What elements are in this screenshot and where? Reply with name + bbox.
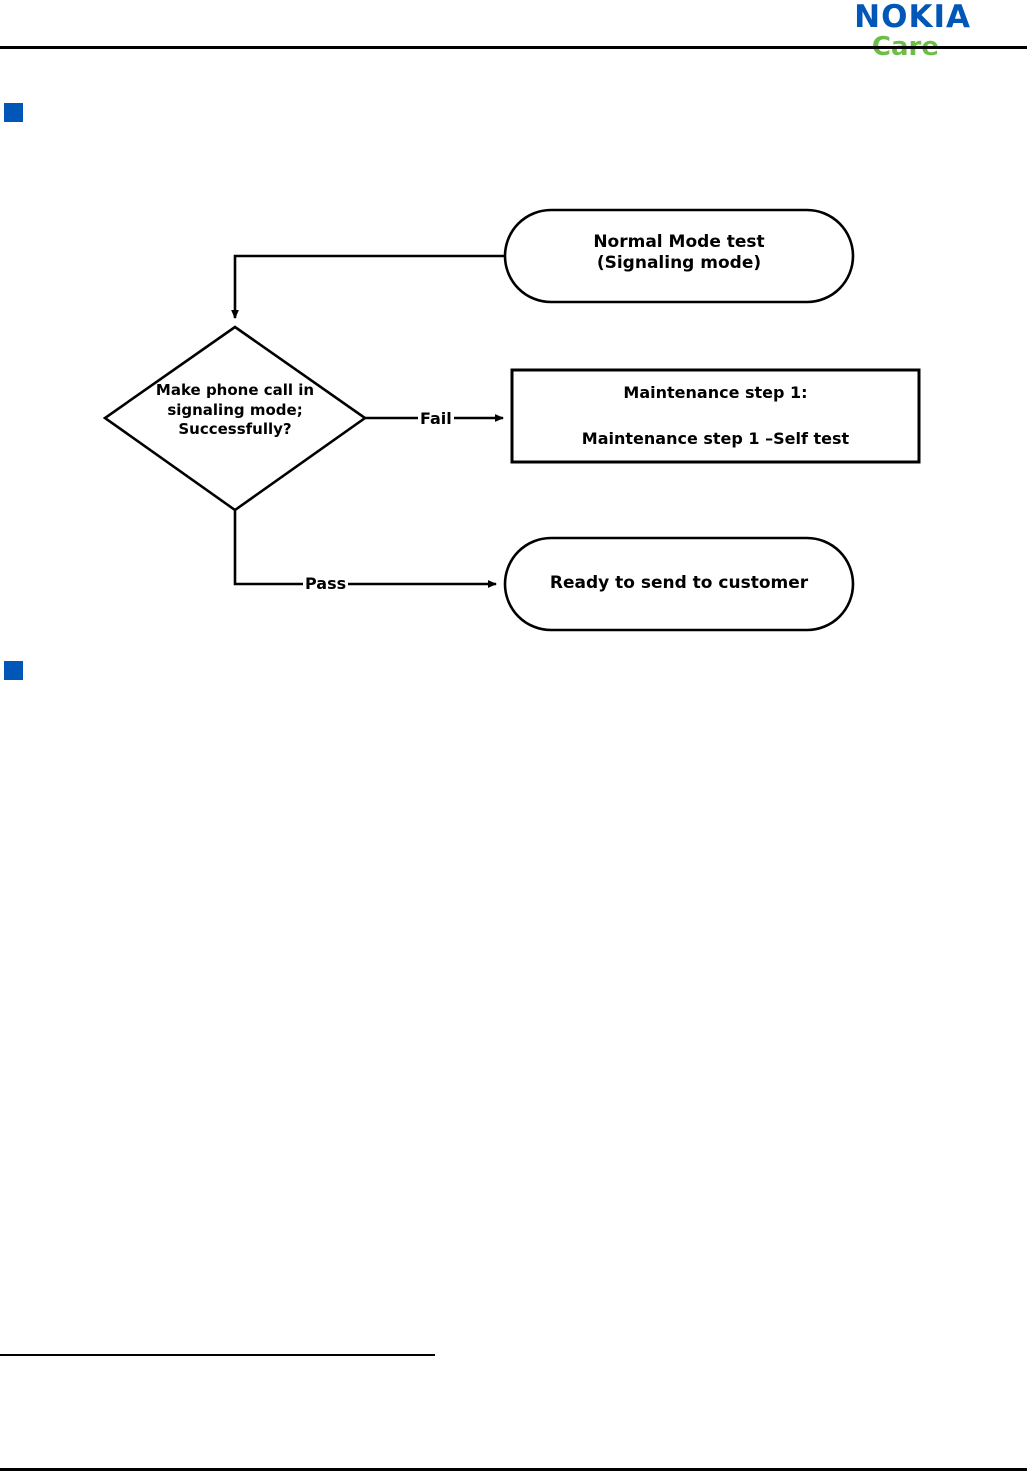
edge-pass-to-ready: [233, 510, 497, 588]
node-maintenance-step: [510, 368, 921, 464]
node-decision-call: [102, 325, 368, 512]
footer-divider: [0, 1468, 1027, 1471]
edge-label-fail: Fail: [418, 409, 454, 428]
section-marker-upper: [4, 103, 23, 122]
edge-label-pass: Pass: [303, 574, 349, 593]
footnote-separator: [0, 1354, 435, 1356]
edge-start-to-decision: [231, 254, 505, 319]
maintenance-flowchart: [102, 208, 921, 632]
header-divider: [0, 46, 1027, 49]
node-ready-to-send: [503, 536, 855, 632]
section-marker-lower: [4, 661, 23, 680]
node-normal-mode-test: [503, 208, 855, 304]
nokia-wordmark: NOKIA: [854, 0, 971, 35]
